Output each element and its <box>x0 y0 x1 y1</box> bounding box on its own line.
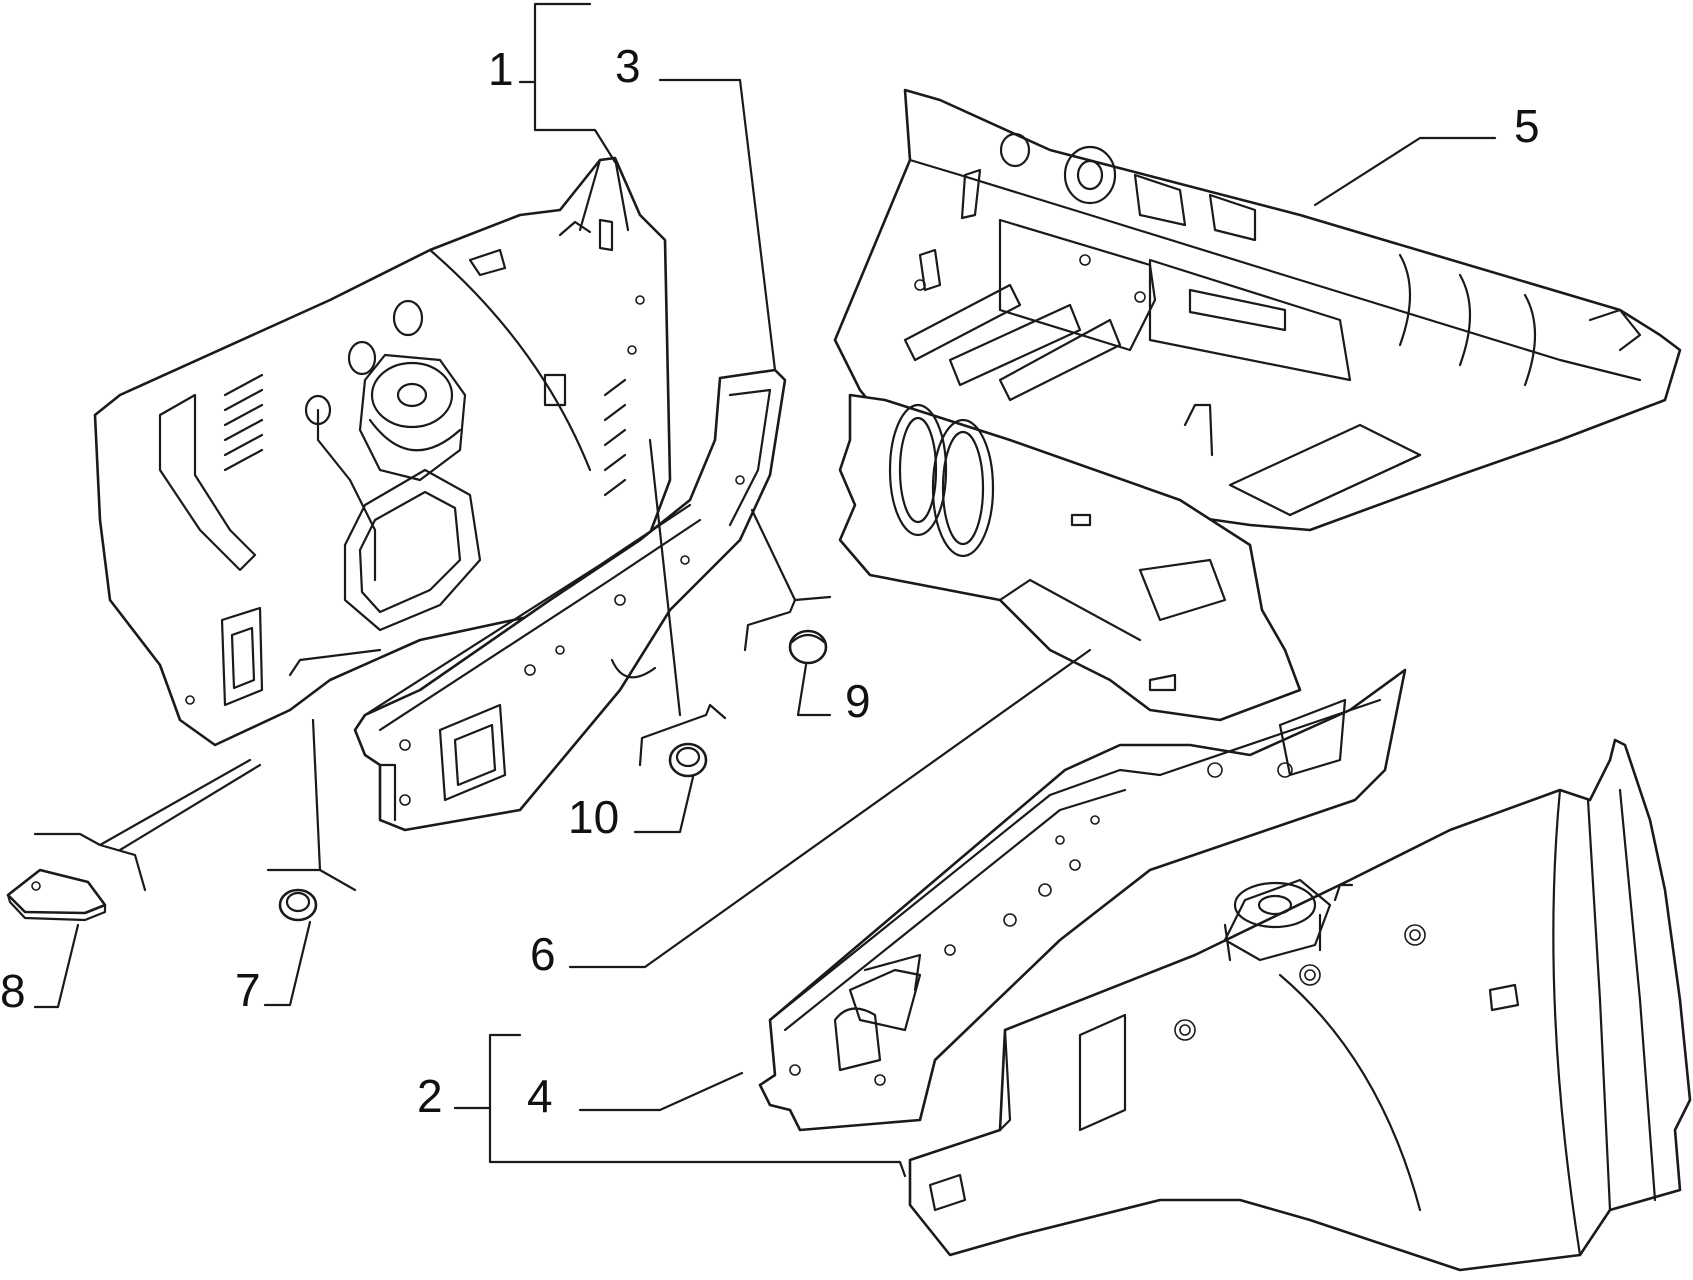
callout-9: 9 <box>845 675 871 727</box>
leader-7 <box>263 920 312 1007</box>
callout-5: 5 <box>1514 100 1540 152</box>
leader-8 <box>33 923 80 1009</box>
leader-lines <box>33 2 1497 1178</box>
callout-labels: 1 3 5 9 10 7 8 6 2 4 <box>0 40 1540 1122</box>
part-2-right-wheelhouse <box>908 738 1692 1272</box>
leader-10-bracket <box>638 703 727 767</box>
callout-6: 6 <box>530 928 556 980</box>
part-3-left-side-member <box>353 368 787 832</box>
callout-8: 8 <box>0 965 26 1017</box>
leader-7-bracket <box>266 718 357 892</box>
leader-1 <box>533 2 617 164</box>
leader-10 <box>633 775 695 834</box>
leader-2-bracket <box>488 1033 907 1178</box>
leader-10-stem <box>648 438 682 717</box>
part-5-cross-panel <box>833 88 1682 532</box>
part-1-left-wheelhouse <box>93 156 672 747</box>
callout-2: 2 <box>417 1070 443 1122</box>
leader-5 <box>1313 136 1497 207</box>
part-9-plug <box>788 629 828 665</box>
part-7-plug <box>278 888 318 922</box>
leader-9-bracket <box>743 595 832 652</box>
leader-6 <box>568 648 1092 969</box>
callout-7: 7 <box>235 964 261 1016</box>
leader-4 <box>578 1071 744 1112</box>
callout-1: 1 <box>488 43 514 95</box>
leader-9-stem <box>750 508 797 602</box>
part-4-right-side-member <box>758 668 1407 1132</box>
part-10-plug <box>668 742 708 778</box>
part-8-plate <box>6 868 107 922</box>
leader-8-bracket <box>33 758 262 892</box>
callout-4: 4 <box>527 1070 553 1122</box>
leader-3 <box>658 78 777 372</box>
leader-9 <box>796 663 832 717</box>
part-6-lower-front-panel <box>838 393 1302 722</box>
callout-3: 3 <box>615 40 641 92</box>
callout-10: 10 <box>568 791 619 843</box>
